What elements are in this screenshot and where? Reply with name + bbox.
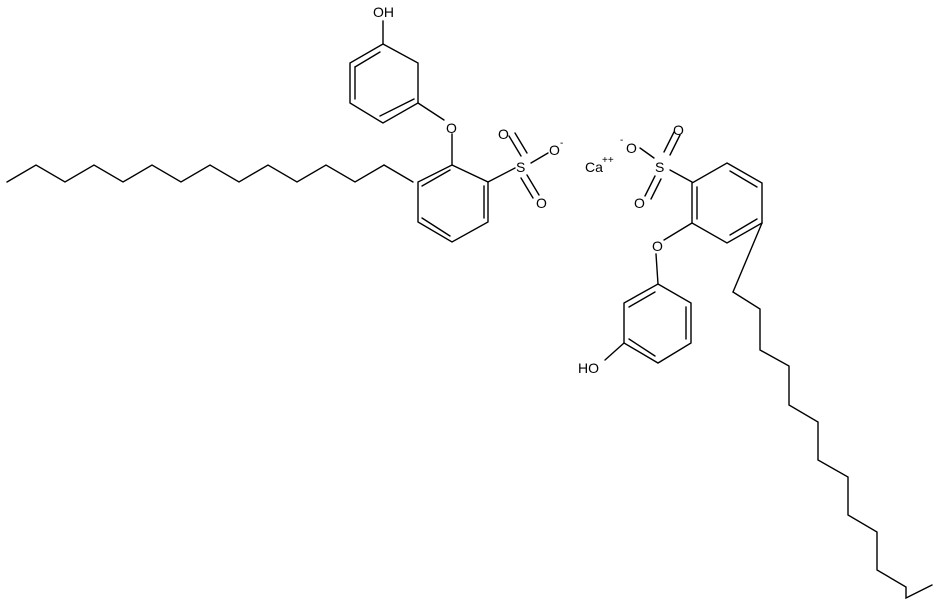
calcium-ion: Ca ++ — [585, 155, 614, 175]
ether-phenyl-bond — [417, 102, 445, 121]
left-sulfonyl-oxygen-top: O — [498, 126, 509, 142]
calcium-charge: ++ — [602, 155, 614, 166]
calcium-label: Ca — [585, 159, 603, 175]
left-hydroxyphenyl-ring — [349, 43, 419, 124]
right-sulfur-label: S — [655, 159, 664, 175]
left-sulfonyl-oxygen-bottom: O — [536, 195, 547, 211]
left-sulfur-label: S — [516, 159, 525, 175]
ring-sulfur-bond — [487, 167, 516, 183]
right-central-benzene-ring — [691, 162, 763, 244]
right-dodecyl-chain — [732, 291, 933, 600]
right-sulfonate-charge: - — [620, 135, 623, 146]
right-sulfonyl-oxygen-top: O — [673, 122, 684, 138]
right-ether-oxygen-label: O — [652, 238, 663, 254]
right-hydroxyphenyl-ring — [623, 283, 692, 364]
right-sulfonyl-oxygen-bottom: O — [634, 195, 645, 211]
right-ring-sulfur-bond — [669, 169, 693, 183]
left-ether-oxygen-label: O — [446, 120, 457, 136]
chain-to-ring-bond — [383, 164, 414, 183]
left-sulfonate-oxygen-label: O — [549, 142, 560, 158]
left-hydroxyl-label: OH — [373, 4, 394, 20]
right-sulfonate-oxygen-label: O — [626, 140, 637, 156]
left-anion: OH O S O O O - — [6, 4, 563, 243]
left-sulfonate-charge: - — [560, 138, 563, 149]
left-central-benzene-ring — [417, 164, 489, 243]
left-dodecyl-chain — [6, 164, 385, 183]
right-anion: O - S O O O HO — [578, 122, 933, 600]
right-hydroxyl-label: HO — [578, 360, 599, 376]
